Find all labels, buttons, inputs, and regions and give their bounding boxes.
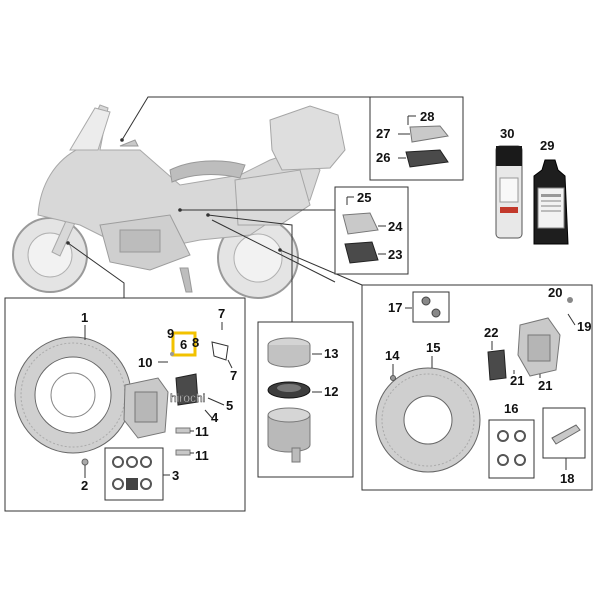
callout-11-upper: 11 <box>195 424 209 439</box>
callout-7-top: 7 <box>218 306 225 321</box>
motorcycle-illustration <box>12 104 346 299</box>
callout-23: 23 <box>388 247 402 262</box>
callout-30: 30 <box>500 126 514 141</box>
callout-9: 9 <box>167 326 174 341</box>
callout-18: 18 <box>560 471 574 486</box>
callout-4: 4 <box>211 410 219 425</box>
callout-22: 22 <box>484 325 498 340</box>
callout-21-left: 21 <box>510 373 524 388</box>
callout-20: 20 <box>548 285 562 300</box>
callout-6: 6 <box>180 337 187 352</box>
watermark-text: hirochi <box>170 391 205 405</box>
callout-27: 27 <box>376 126 390 141</box>
callout-29: 29 <box>540 138 554 153</box>
box-master-cylinder: 13 12 <box>257 321 354 478</box>
box-reservoir-cover: 25 24 23 <box>334 186 409 275</box>
callout-13: 13 <box>324 346 338 361</box>
callout-21-right: 21 <box>538 378 552 393</box>
callout-26: 26 <box>376 150 390 165</box>
callout-11-lower: 11 <box>195 448 209 463</box>
brake-disc-front <box>14 336 132 454</box>
callout-7-bottom: 7 <box>230 368 237 383</box>
callout-3: 3 <box>172 468 179 483</box>
callout-16: 16 <box>504 401 518 416</box>
callout-28: 28 <box>420 109 434 124</box>
callout-2: 2 <box>81 478 88 493</box>
callout-19: 19 <box>577 319 591 334</box>
fluids: 30 29 <box>495 126 569 245</box>
box-rear-brake: 15 14 17 20 19 22 21 21 16 <box>361 284 593 491</box>
callout-6-highlight <box>171 331 197 357</box>
callout-15: 15 <box>426 340 440 355</box>
callout-14: 14 <box>385 348 400 363</box>
callout-5: 5 <box>226 398 233 413</box>
callout-8: 8 <box>192 335 199 350</box>
callout-10: 10 <box>138 355 152 370</box>
leader-lines <box>66 96 370 322</box>
callout-24: 24 <box>388 219 403 234</box>
callout-1: 1 <box>81 310 88 325</box>
callout-25: 25 <box>357 190 371 205</box>
callout-17: 17 <box>388 300 402 315</box>
brake-disc-rear <box>375 367 481 473</box>
box-front-brake: 1 2 6 hirochi 7 8 7 9 10 5 4 11 11 <box>4 297 246 512</box>
box-master-cylinder-cover: 28 27 26 <box>369 96 464 181</box>
callout-12: 12 <box>324 384 338 399</box>
